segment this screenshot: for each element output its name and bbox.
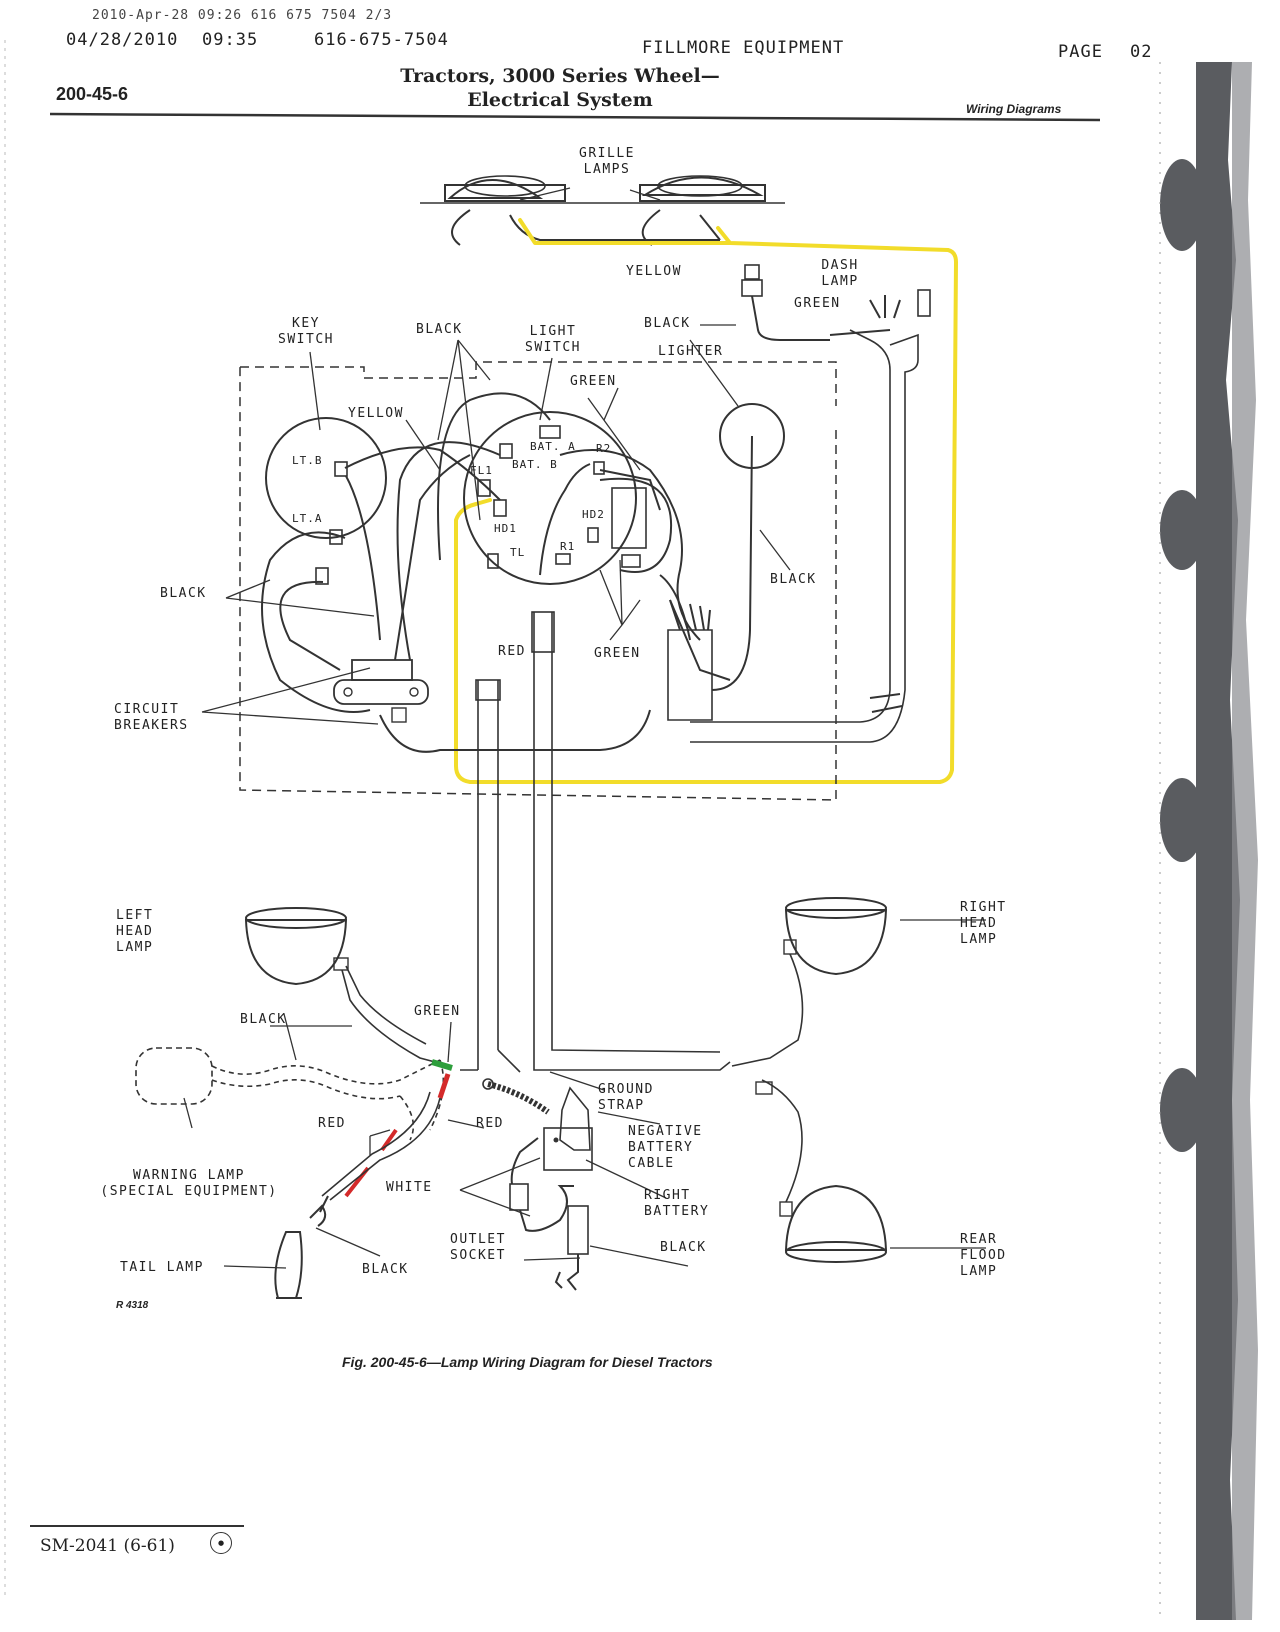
- label-tl: TL: [510, 546, 526, 559]
- fax-phone: 616-675-7504: [314, 30, 449, 50]
- header-rule: [49, 112, 1101, 122]
- label-lighter: LIGHTER: [658, 344, 724, 359]
- label-lt-a: LT.A: [292, 512, 323, 525]
- label-right-battery: RIGHT BATTERY: [644, 1188, 710, 1219]
- fax-sender: FILLMORE EQUIPMENT: [642, 38, 845, 58]
- label-warning-lamp: WARNING LAMP (SPECIAL EQUIPMENT): [100, 1168, 278, 1199]
- tail-lamp: [274, 1091, 441, 1299]
- label-r2: R2: [596, 442, 612, 455]
- label-red-right: RED: [476, 1116, 504, 1131]
- right-head-lamp: [731, 897, 888, 1067]
- label-red-left: RED: [318, 1116, 346, 1131]
- label-dash-lamp: DASH LAMP: [821, 258, 859, 289]
- yellow-highlight-wire: [454, 218, 958, 784]
- document-code: SM-2041 (6-61): [40, 1536, 175, 1556]
- union-bug-icon: ●: [210, 1532, 232, 1554]
- label-yellow-top: YELLOW: [626, 264, 682, 279]
- label-black-dash: BLACK: [644, 316, 691, 331]
- light-switch: [463, 411, 673, 585]
- label-green-dash: GREEN: [794, 296, 841, 311]
- label-black-outlet: BLACK: [660, 1240, 707, 1255]
- fax-date: 04/28/2010: [66, 30, 179, 50]
- dash-lamp: [741, 264, 931, 341]
- panel-wires: [261, 392, 731, 753]
- left-head-lamp: [244, 907, 451, 1067]
- label-left-head-lamp: LEFT HEAD LAMP: [116, 908, 154, 955]
- grille-lamps: [420, 175, 785, 246]
- label-grille-lamps: GRILLE LAMPS: [579, 146, 635, 177]
- label-black-tail: BLACK: [362, 1262, 409, 1277]
- label-black-lighter: BLACK: [770, 572, 817, 587]
- label-ref-code: R 4318: [116, 1300, 149, 1311]
- fax-transmission-line: 2010-Apr-28 09:26 616 675 7504 2/3: [92, 8, 393, 23]
- main-trunk: [460, 611, 731, 1073]
- label-black-left: BLACK: [160, 586, 207, 601]
- fax-page-number: 02: [1130, 42, 1153, 62]
- red-highlight-wire-upper: [437, 1073, 451, 1099]
- label-tail-lamp: TAIL LAMP: [120, 1260, 204, 1275]
- green-highlight-wire: [431, 1059, 453, 1071]
- label-circuit-breakers: CIRCUIT BREAKERS: [114, 702, 189, 733]
- label-green-lower: GREEN: [414, 1004, 461, 1019]
- rear-flood-lamp: [755, 1079, 888, 1263]
- label-r1: R1: [560, 540, 576, 553]
- warning-lamp: [135, 1047, 445, 1141]
- leader-lines: [183, 324, 986, 1269]
- label-outlet-socket: OUTLET SOCKET: [450, 1232, 506, 1263]
- harness-connector: [667, 599, 903, 721]
- label-light-switch: LIGHT SWITCH: [525, 324, 581, 355]
- key-switch: [265, 417, 387, 585]
- circuit-breakers: [333, 659, 429, 723]
- label-bat-a: BAT. A: [530, 440, 576, 453]
- label-hd2: HD2: [582, 508, 605, 521]
- label-key-switch: KEY SWITCH: [278, 316, 334, 347]
- lighter: [711, 403, 785, 691]
- fax-time: 09:35: [202, 30, 259, 50]
- label-fl1: FL1: [470, 464, 493, 477]
- battery-assembly: [482, 1078, 593, 1291]
- instrument-panel-outline: [239, 361, 837, 801]
- label-right-head-lamp: RIGHT HEAD LAMP: [960, 900, 1007, 947]
- label-green-switch: GREEN: [570, 374, 617, 389]
- page-title-line2: Electrical System: [467, 89, 653, 111]
- page-title-line1: Tractors, 3000 Series Wheel—: [400, 65, 720, 87]
- scan-shadow: [1159, 62, 1258, 1620]
- label-yellow-mid: YELLOW: [348, 406, 404, 421]
- label-lt-b: LT.B: [292, 454, 323, 467]
- label-ground-strap: GROUND STRAP: [598, 1082, 654, 1113]
- label-black-top: BLACK: [416, 322, 463, 337]
- section-tag: Wiring Diagrams: [966, 102, 1062, 116]
- label-negative-battery-cable: NEGATIVE BATTERY CABLE: [628, 1124, 703, 1171]
- label-bat-b: BAT. B: [512, 458, 558, 471]
- label-black-lower: BLACK: [240, 1012, 287, 1027]
- label-green-mid: GREEN: [594, 646, 641, 661]
- label-red-mid: RED: [498, 644, 526, 659]
- section-code: 200-45-6: [56, 84, 129, 104]
- label-rear-flood-lamp: REAR FLOOD LAMP: [960, 1232, 1007, 1279]
- label-hd1: HD1: [494, 522, 517, 535]
- figure-caption: Fig. 200-45-6—Lamp Wiring Diagram for Di…: [342, 1354, 713, 1370]
- fax-page-label: PAGE: [1058, 42, 1103, 62]
- label-white: WHITE: [386, 1180, 433, 1195]
